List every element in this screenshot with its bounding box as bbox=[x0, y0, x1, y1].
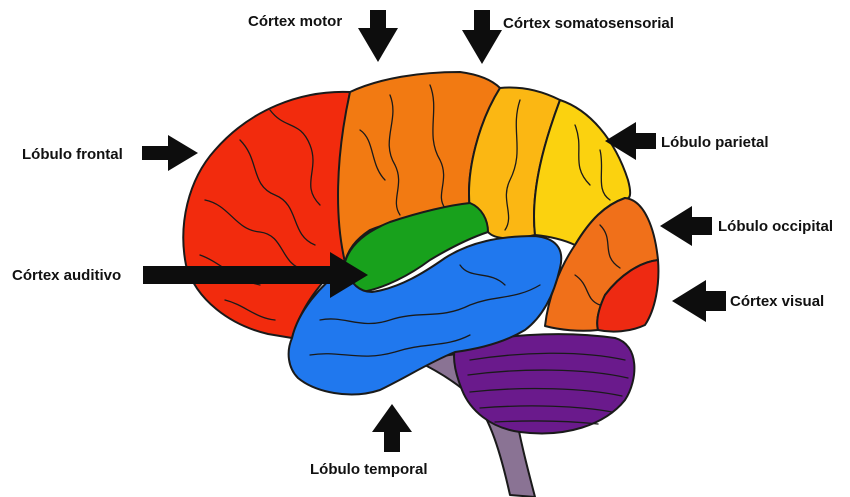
arrow-visual bbox=[672, 280, 726, 322]
label-motor-cortex: Córtex motor bbox=[248, 13, 342, 30]
label-somatosensory-cortex: Córtex somatosensorial bbox=[503, 15, 674, 32]
label-occipital-lobe: Lóbulo occipital bbox=[718, 218, 833, 235]
arrow-frontal bbox=[142, 135, 198, 171]
label-visual-cortex: Córtex visual bbox=[730, 293, 824, 310]
label-temporal-lobe: Lóbulo temporal bbox=[310, 461, 428, 478]
label-auditory-cortex: Córtex auditivo bbox=[12, 267, 121, 284]
label-frontal-lobe: Lóbulo frontal bbox=[22, 146, 123, 163]
arrow-occipital bbox=[660, 206, 712, 246]
cerebellum bbox=[454, 334, 634, 433]
arrow-somatosensory bbox=[462, 10, 502, 64]
label-parietal-lobe: Lóbulo parietal bbox=[661, 134, 769, 151]
arrow-temporal bbox=[372, 404, 412, 452]
arrow-motor bbox=[358, 10, 398, 62]
